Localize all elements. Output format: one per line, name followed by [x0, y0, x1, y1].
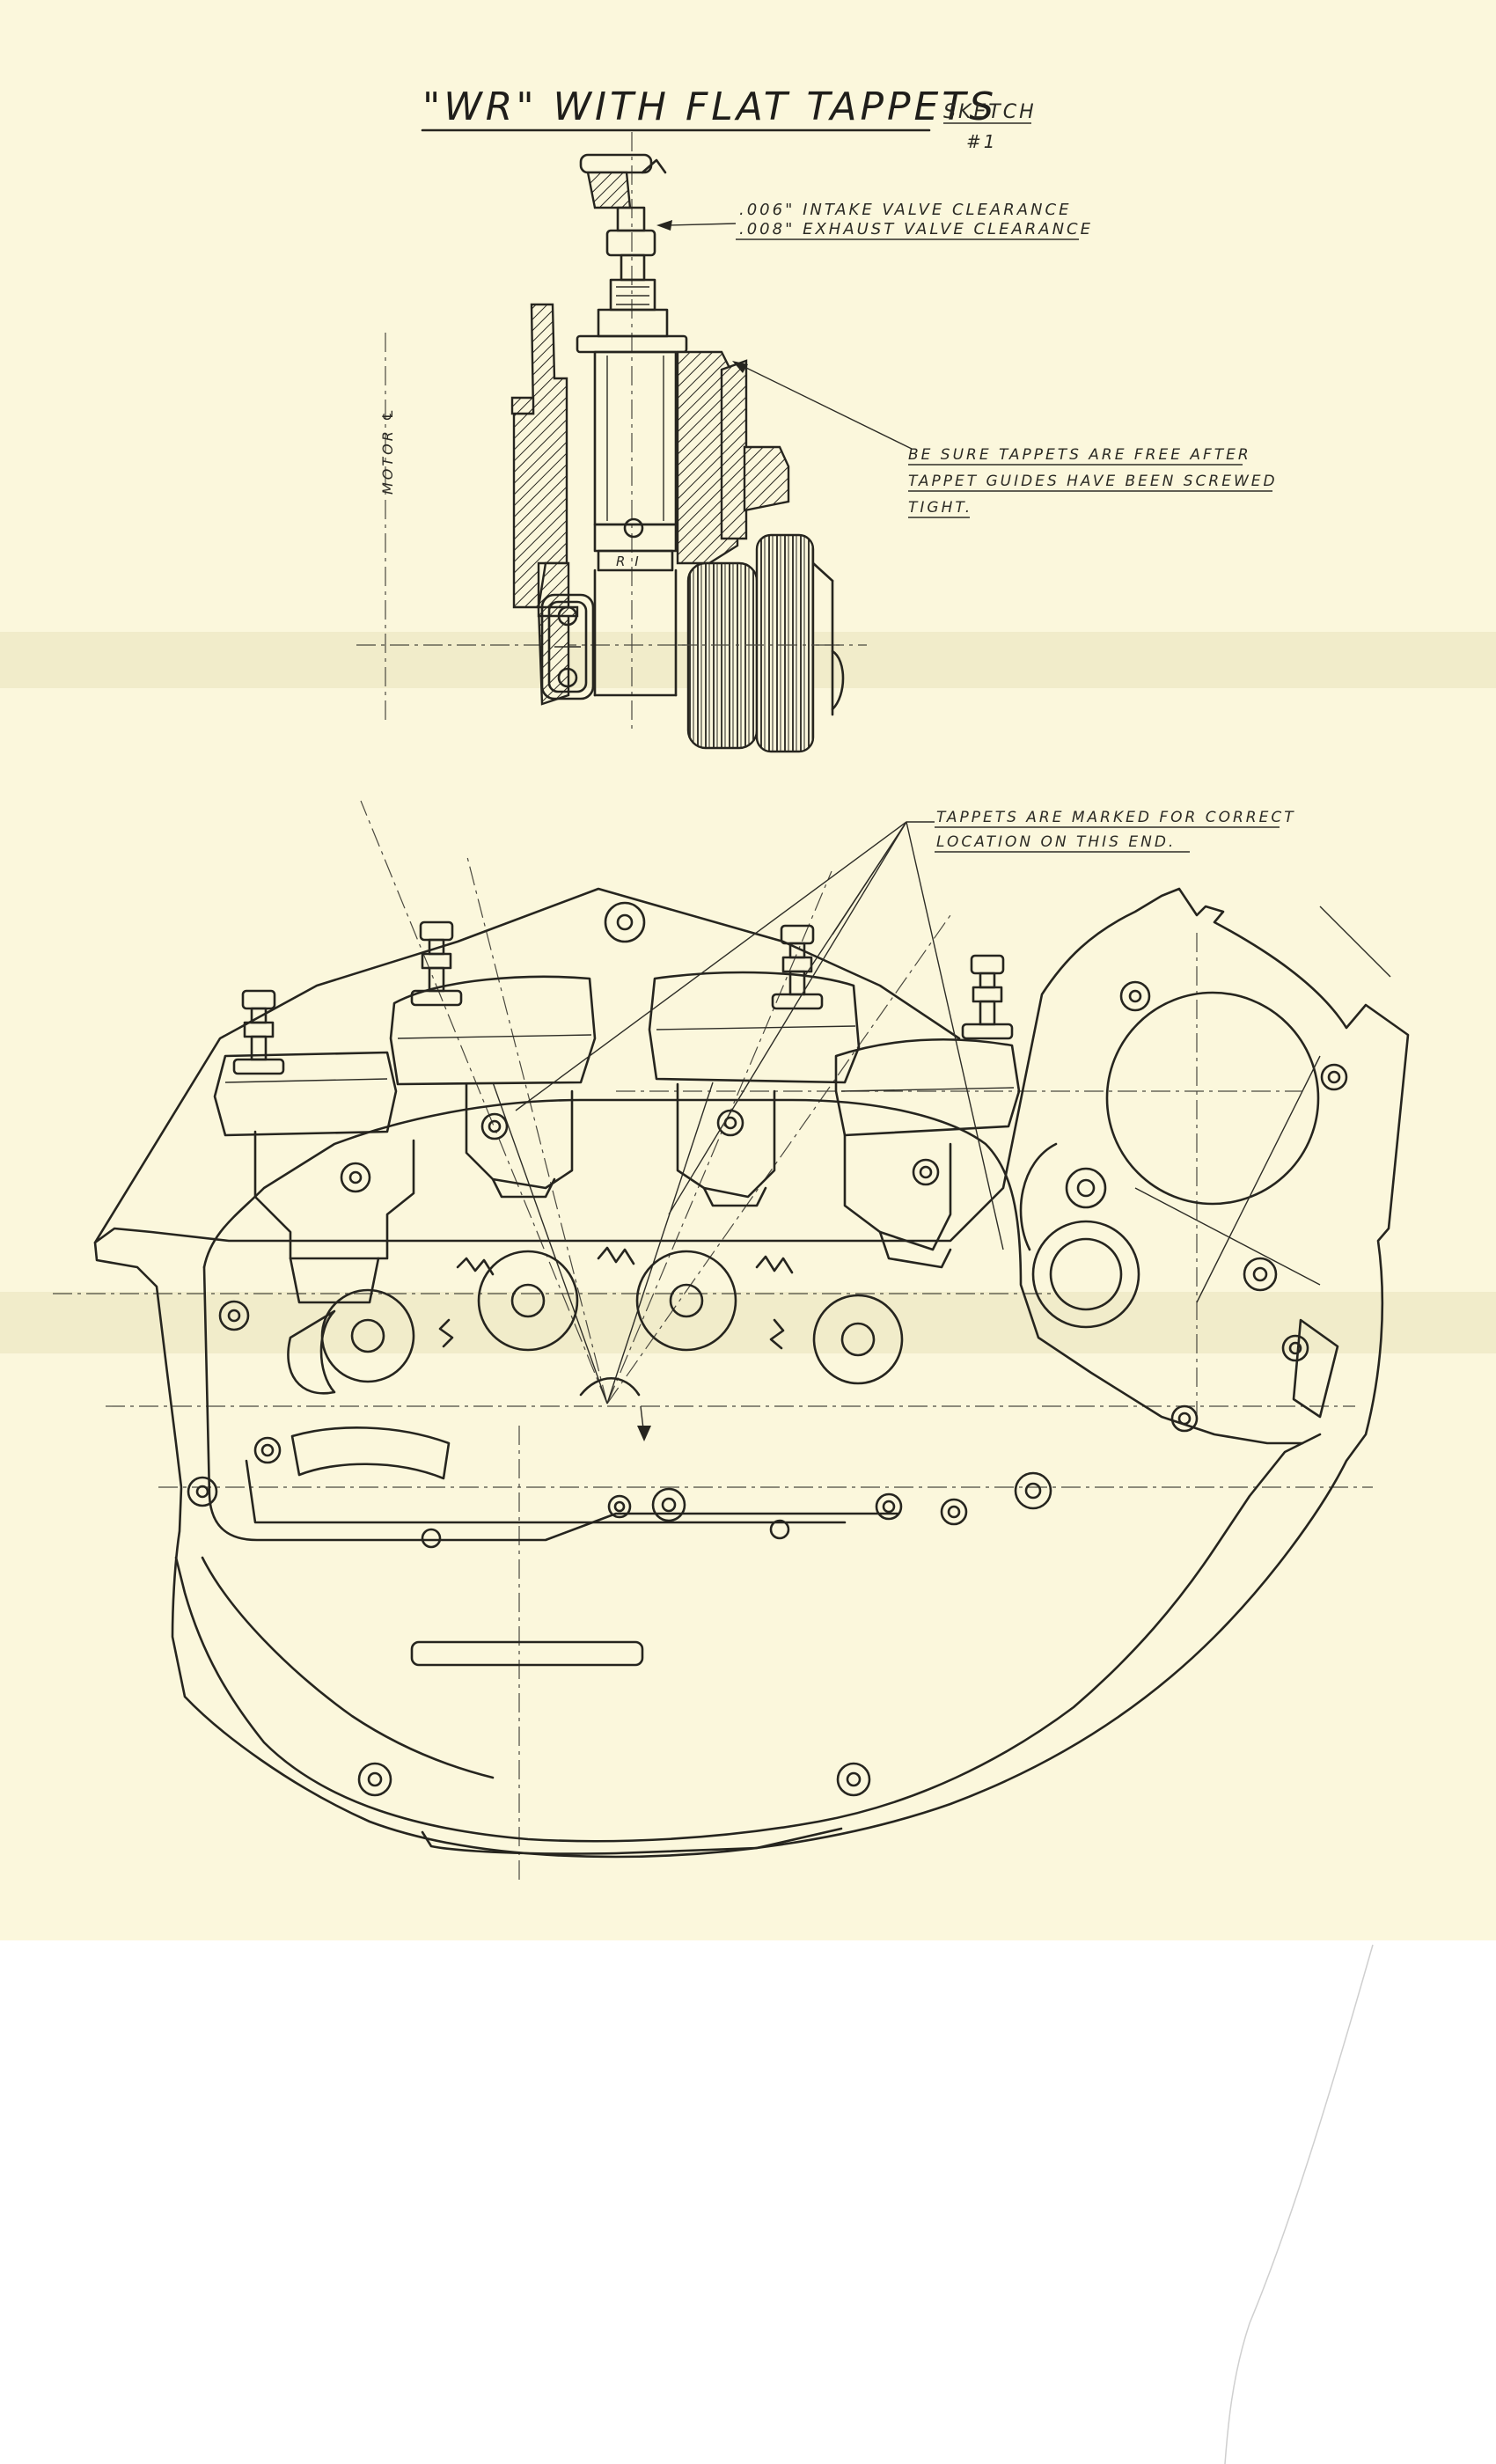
sketch-label: SKETCH [943, 101, 1037, 123]
tappet-guides [253, 1082, 952, 1304]
tappet-marked-note-line1: TAPPETS ARE MARKED FOR CORRECT [936, 809, 1296, 826]
tappet-mark-label: R I [616, 554, 642, 569]
motor-centerline-label: MOTOR ℄ [379, 407, 396, 495]
cam-gear-small [686, 561, 759, 750]
tappet-free-note-line1: BE SURE TAPPETS ARE FREE AFTER [908, 446, 1251, 464]
drawing-title: "WR" WITH FLAT TAPPETS [422, 84, 997, 129]
tappet-free-note: BE SURE TAPPETS ARE FREE AFTER TAPPET GU… [732, 361, 1278, 518]
exhaust-clearance-note: .008" EXHAUST VALVE CLEARANCE [739, 220, 1093, 238]
tappet-axis-lines [360, 800, 951, 1404]
intake-clearance-note: .006" INTAKE VALVE CLEARANCE [739, 201, 1071, 219]
fold-band-lower [0, 1292, 1496, 1353]
gear-cover [1019, 906, 1391, 1419]
clearance-note: .006" INTAKE VALVE CLEARANCE .008" EXHAU… [656, 201, 1093, 240]
crankcase-outline [93, 887, 1410, 1859]
tappet-section-view: MOTOR ℄ R I [356, 132, 867, 753]
tappet-marked-note: TAPPETS ARE MARKED FOR CORRECT LOCATION … [515, 809, 1296, 1250]
tappet-adjusting-screws [232, 920, 1014, 1075]
tappet-marked-note-line2: LOCATION ON THIS END. [936, 833, 1176, 851]
tappet-free-note-line2: TAPPET GUIDES HAVE BEEN SCREWED [908, 473, 1278, 490]
tappet-free-note-line3: TIGHT. [908, 499, 972, 517]
page-curl-edge [1224, 1944, 1374, 2464]
cam-lobes [287, 1246, 904, 1395]
crankcase-bolt-holes [187, 980, 1348, 1797]
crankcase-elevation-view [53, 800, 1410, 1883]
paper-sheet [0, 0, 1496, 1940]
blank-lower-area [0, 1940, 1496, 2464]
cam-gear-large [755, 533, 815, 753]
sketch-number: #1 [966, 131, 997, 152]
